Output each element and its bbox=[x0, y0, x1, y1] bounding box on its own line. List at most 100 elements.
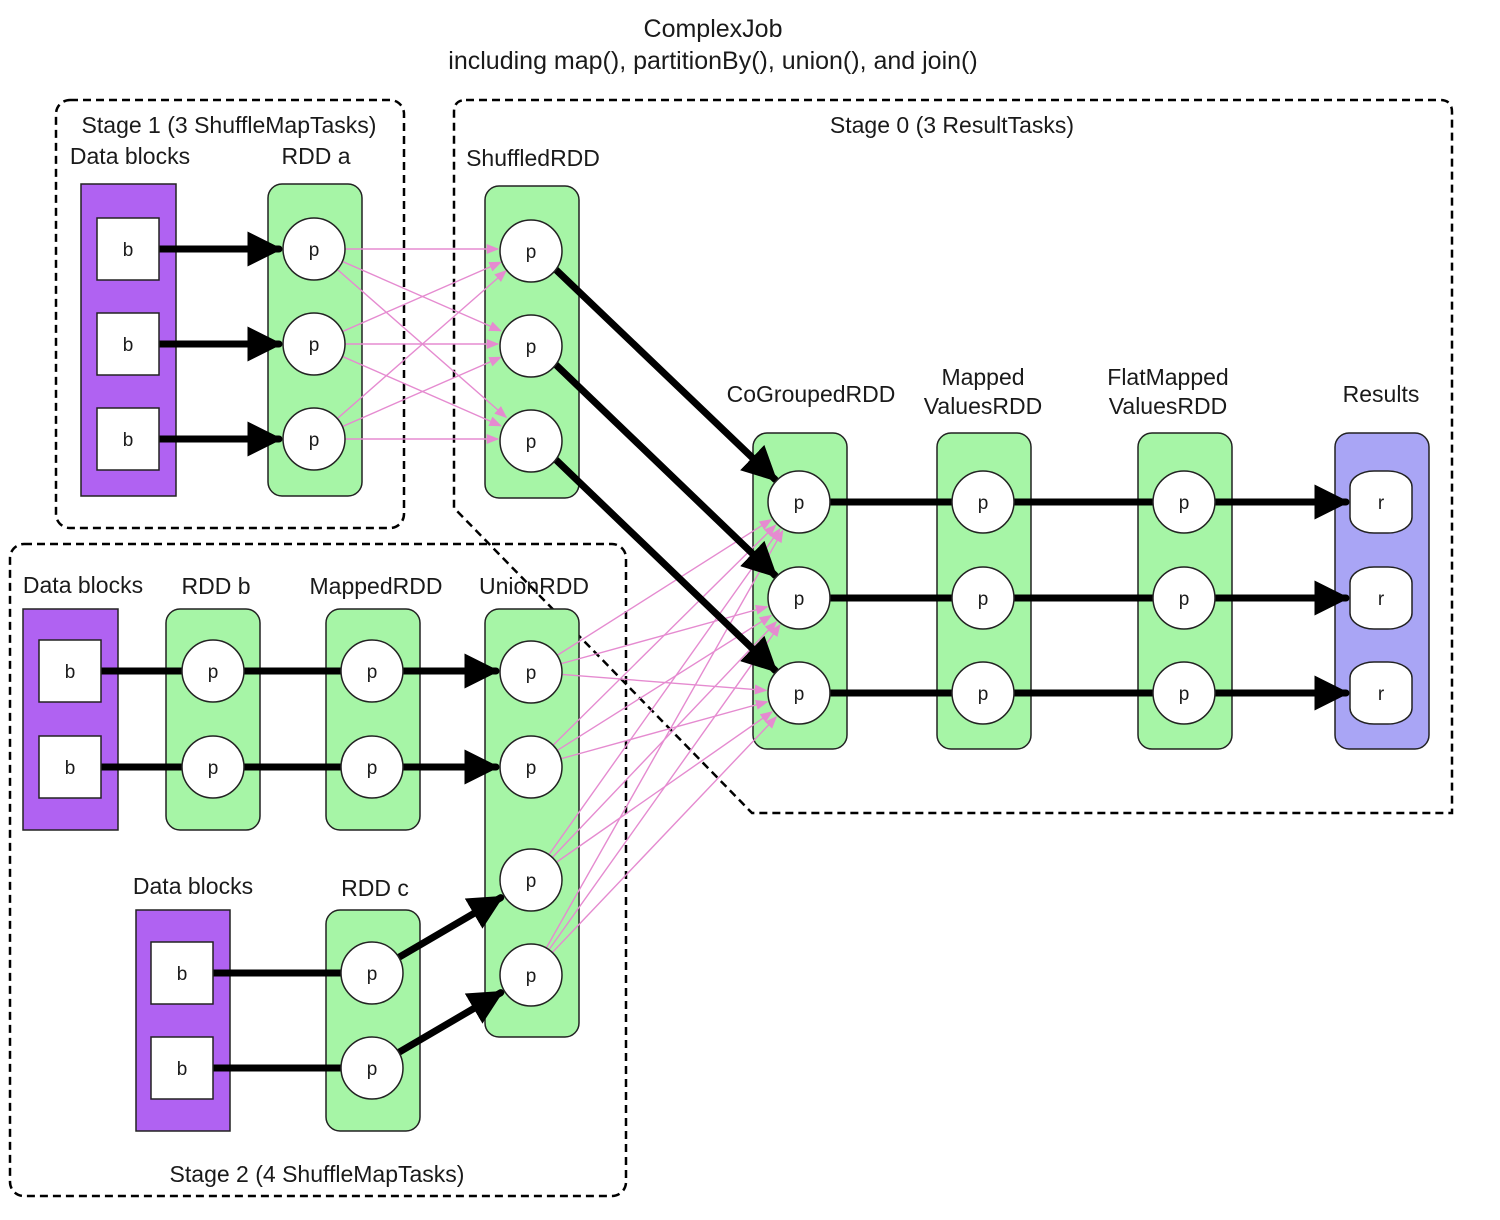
flatmapped-values-rdd-partition-2: p bbox=[1152, 661, 1216, 725]
rdd-a-partition-2: p bbox=[282, 407, 346, 471]
edge-shuffled-to-cogrouped-0 bbox=[550, 264, 779, 483]
rdd-a-partition-2-text: p bbox=[309, 430, 320, 451]
rdd-b-partition-0-text: p bbox=[208, 662, 219, 683]
shuffle-edge-u-2-0 bbox=[548, 527, 781, 856]
mapped-values-rdd-partition-1: p bbox=[951, 566, 1015, 630]
rdd-b-partition-0-shape bbox=[181, 639, 245, 703]
result-node-2-shape bbox=[1349, 661, 1413, 725]
edge-shuffled-to-cogrouped-1 bbox=[550, 359, 779, 579]
rdd-c-label: RDD c bbox=[341, 875, 409, 901]
mapped-rdd-label: MappedRDD bbox=[310, 573, 443, 599]
data-block-1-2-text: b bbox=[123, 430, 134, 451]
shuffled-rdd-partition-0-shape bbox=[499, 219, 563, 283]
cogrouped-rdd-partition-1: p bbox=[767, 566, 831, 630]
shuffled-rdd-partition-1-shape bbox=[499, 314, 563, 378]
flatmapped-values-rdd-partition-2-text: p bbox=[1179, 684, 1190, 705]
shuffled-rdd-partition-1: p bbox=[499, 314, 563, 378]
shuffled-rdd-partition-2: p bbox=[499, 409, 563, 473]
rdd-c-partition-0: p bbox=[340, 941, 404, 1005]
flatmapped-values-rdd-label-1: FlatMapped bbox=[1107, 364, 1228, 390]
cogrouped-rdd-partition-0: p bbox=[767, 470, 831, 534]
cogrouped-rdd-partition-2-shape bbox=[767, 661, 831, 725]
data-block-2-1: b bbox=[38, 735, 102, 799]
mapped-values-rdd-partition-2: p bbox=[951, 661, 1015, 725]
data-block-1-0-text: b bbox=[123, 240, 134, 261]
data-block-3-1-text: b bbox=[177, 1059, 188, 1080]
cogrouped-rdd-partition-0-text: p bbox=[794, 493, 805, 514]
data-block-3-0: b bbox=[150, 941, 214, 1005]
data-block-1-1-shape bbox=[96, 312, 160, 376]
stage-1-label: Stage 1 (3 ShuffleMapTasks) bbox=[82, 112, 377, 138]
mapped-values-rdd-label-2: ValuesRDD bbox=[924, 393, 1042, 419]
mapped-values-rdd-partition-2-shape bbox=[951, 661, 1015, 725]
data-block-2-1-shape bbox=[38, 735, 102, 799]
data-block-3-1-shape bbox=[150, 1036, 214, 1100]
shuffle-edge-a-0-1 bbox=[342, 260, 502, 332]
mapped-values-rdd-partition-1-text: p bbox=[978, 589, 989, 610]
mapped-rdd-partition-1-text: p bbox=[367, 758, 378, 779]
mapped-values-rdd-partition-0-shape bbox=[951, 470, 1015, 534]
data-blocks-label-2: Data blocks bbox=[23, 572, 143, 598]
mapped-rdd-partition-1-shape bbox=[340, 735, 404, 799]
data-blocks-label-1: Data blocks bbox=[70, 143, 190, 169]
flatmapped-values-rdd-partition-1-text: p bbox=[1179, 589, 1190, 610]
union-rdd-partition-1-shape bbox=[499, 735, 563, 799]
union-rdd-partition-3-shape bbox=[499, 943, 563, 1007]
shuffle-edge-a-1-2 bbox=[342, 355, 502, 427]
shuffle-edge-u-1-0 bbox=[552, 524, 777, 746]
result-node-1-text: r bbox=[1378, 589, 1385, 610]
flatmapped-values-rdd-partition-0-text: p bbox=[1179, 493, 1190, 514]
flatmapped-values-rdd-partition-0-shape bbox=[1152, 470, 1216, 534]
union-rdd-container bbox=[484, 608, 580, 1038]
flatmapped-values-rdd-partition-1: p bbox=[1152, 566, 1216, 630]
mapped-values-rdd-partition-0-text: p bbox=[978, 493, 989, 514]
narrow-dependency-edges bbox=[96, 231, 1350, 1072]
cogrouped-rdd-partition-2: p bbox=[767, 661, 831, 725]
union-rdd-label: UnionRDD bbox=[479, 573, 589, 599]
diagram-title: ComplexJob bbox=[644, 15, 783, 43]
data-block-2-0: b bbox=[38, 639, 102, 703]
rdd-a-partition-0-shape bbox=[282, 217, 346, 281]
data-block-1-1: b bbox=[96, 312, 160, 376]
data-block-3-0-shape bbox=[150, 941, 214, 1005]
shuffled-rdd-partition-2-shape bbox=[499, 409, 563, 473]
rdd-a-partition-1-text: p bbox=[309, 335, 320, 356]
shuffled-rdd-label: ShuffledRDD bbox=[466, 145, 600, 171]
result-node-2-text: r bbox=[1378, 684, 1385, 705]
result-node-2: r bbox=[1349, 661, 1413, 725]
data-block-1-2-shape bbox=[96, 407, 160, 471]
rdd-b-partition-1-text: p bbox=[208, 758, 219, 779]
rdd-a-label: RDD a bbox=[281, 143, 350, 169]
shuffled-rdd-partition-0-text: p bbox=[526, 242, 537, 263]
result-node-1-shape bbox=[1349, 566, 1413, 630]
shuffled-rdd-partition-1-text: p bbox=[526, 337, 537, 358]
union-rdd-partition-2-shape bbox=[499, 848, 563, 912]
mapped-values-rdd-partition-2-text: p bbox=[978, 684, 989, 705]
rdd-c-partition-1-text: p bbox=[367, 1059, 378, 1080]
result-node-0-shape bbox=[1349, 470, 1413, 534]
flatmapped-values-rdd-partition-0: p bbox=[1152, 470, 1216, 534]
flatmapped-values-rdd-partition-2-shape bbox=[1152, 661, 1216, 725]
result-node-0: r bbox=[1349, 470, 1413, 534]
stage-0-label: Stage 0 (3 ResultTasks) bbox=[830, 112, 1074, 138]
cogrouped-rdd-label: CoGroupedRDD bbox=[727, 381, 896, 407]
shuffle-edge-u-3-1 bbox=[548, 623, 781, 951]
union-rdd-partition-0-text: p bbox=[526, 663, 537, 684]
rdd-a-partition-1: p bbox=[282, 312, 346, 376]
mapped-values-rdd-label-1: Mapped bbox=[941, 364, 1024, 390]
rdd-b-partition-1: p bbox=[181, 735, 245, 799]
rdd-b-partition-1-shape bbox=[181, 735, 245, 799]
union-rdd-partition-1-text: p bbox=[526, 758, 537, 779]
shuffled-rdd-partition-2-text: p bbox=[526, 432, 537, 453]
data-block-2-0-text: b bbox=[65, 662, 76, 683]
shuffle-edge-a-2-0 bbox=[336, 269, 508, 420]
data-block-1-2: b bbox=[96, 407, 160, 471]
edge-shuffled-to-cogrouped-2 bbox=[550, 454, 779, 674]
edge-rdd-c-to-union-0 bbox=[395, 894, 505, 961]
cogrouped-rdd-partition-0-shape bbox=[767, 470, 831, 534]
shuffle-edge-u-1-2 bbox=[560, 699, 769, 760]
cogrouped-rdd-partition-2-text: p bbox=[794, 684, 805, 705]
union-rdd-partition-2: p bbox=[499, 848, 563, 912]
union-rdd-partition-0: p bbox=[499, 640, 563, 704]
